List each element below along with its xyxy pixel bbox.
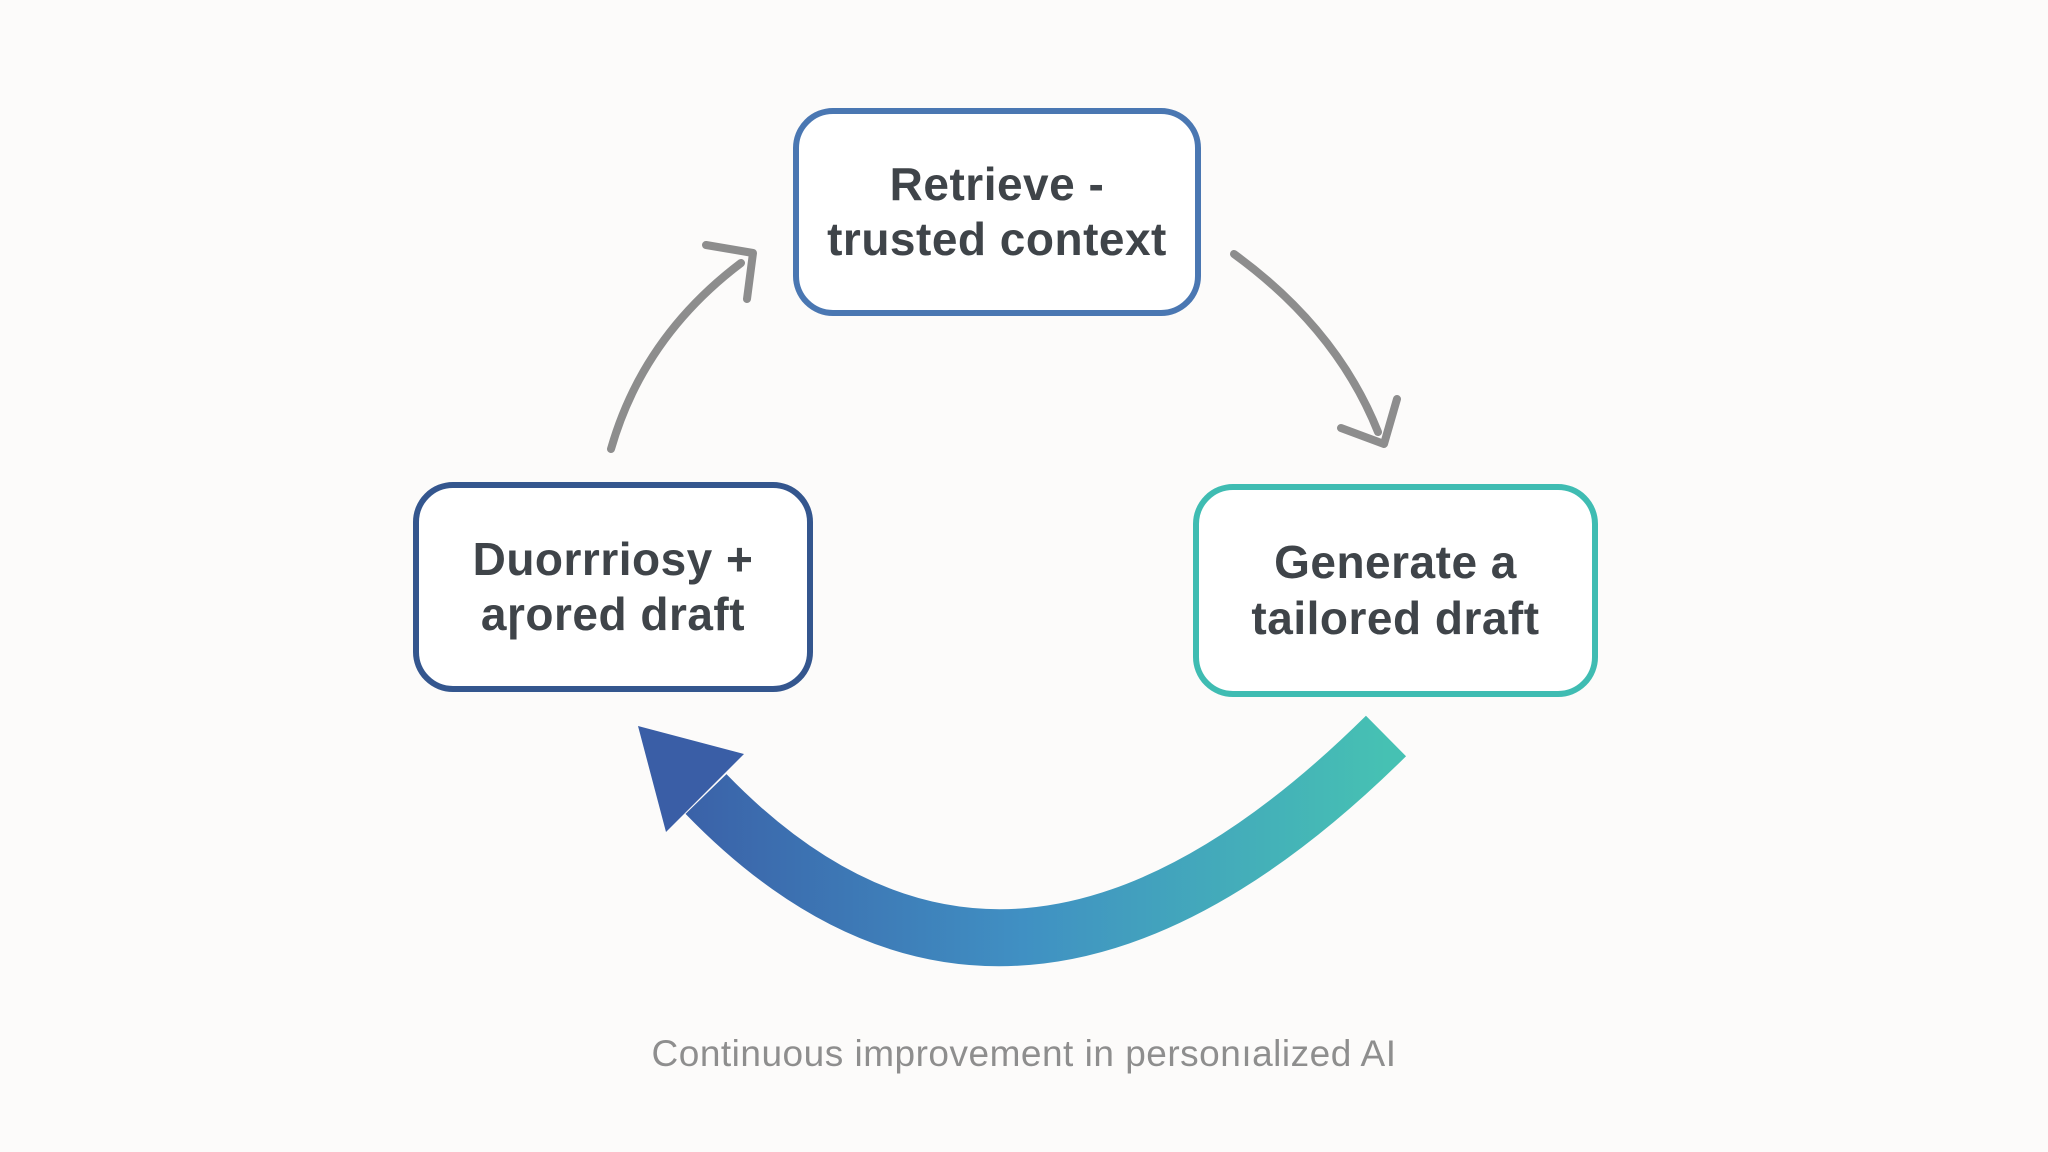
node-review-label-line1: Duorrriosy + (472, 532, 754, 585)
node-generate-tailored-draft: Generate a tailored draft (1193, 484, 1598, 697)
arrow-review-to-retrieve-head (702, 241, 757, 303)
arrow-generate-to-review-head (638, 726, 744, 832)
node-review-label-line2: aɼored draft (480, 588, 746, 640)
node-retrieve-trusted-context: Retrieve - trusted context (793, 108, 1201, 316)
node-retrieve-label-line2: trusted context (827, 213, 1167, 265)
node-retrieve-label-line1: Retrieve - (889, 157, 1105, 210)
node-generate-label-line2: tailored draft (1251, 591, 1540, 644)
node-review-scored-draft: Duorrriosy + aɼored draft (413, 482, 813, 692)
arrow-retrieve-to-generate-head (1337, 395, 1401, 448)
diagram-caption: Continuous improvement in personıalized … (651, 1033, 1397, 1074)
arrow-review-to-retrieve (607, 259, 745, 453)
arrow-retrieve-to-generate (1230, 250, 1382, 436)
arrow-generate-to-review (685, 715, 1407, 967)
node-generate-label-line1: Generate a (1274, 536, 1517, 589)
